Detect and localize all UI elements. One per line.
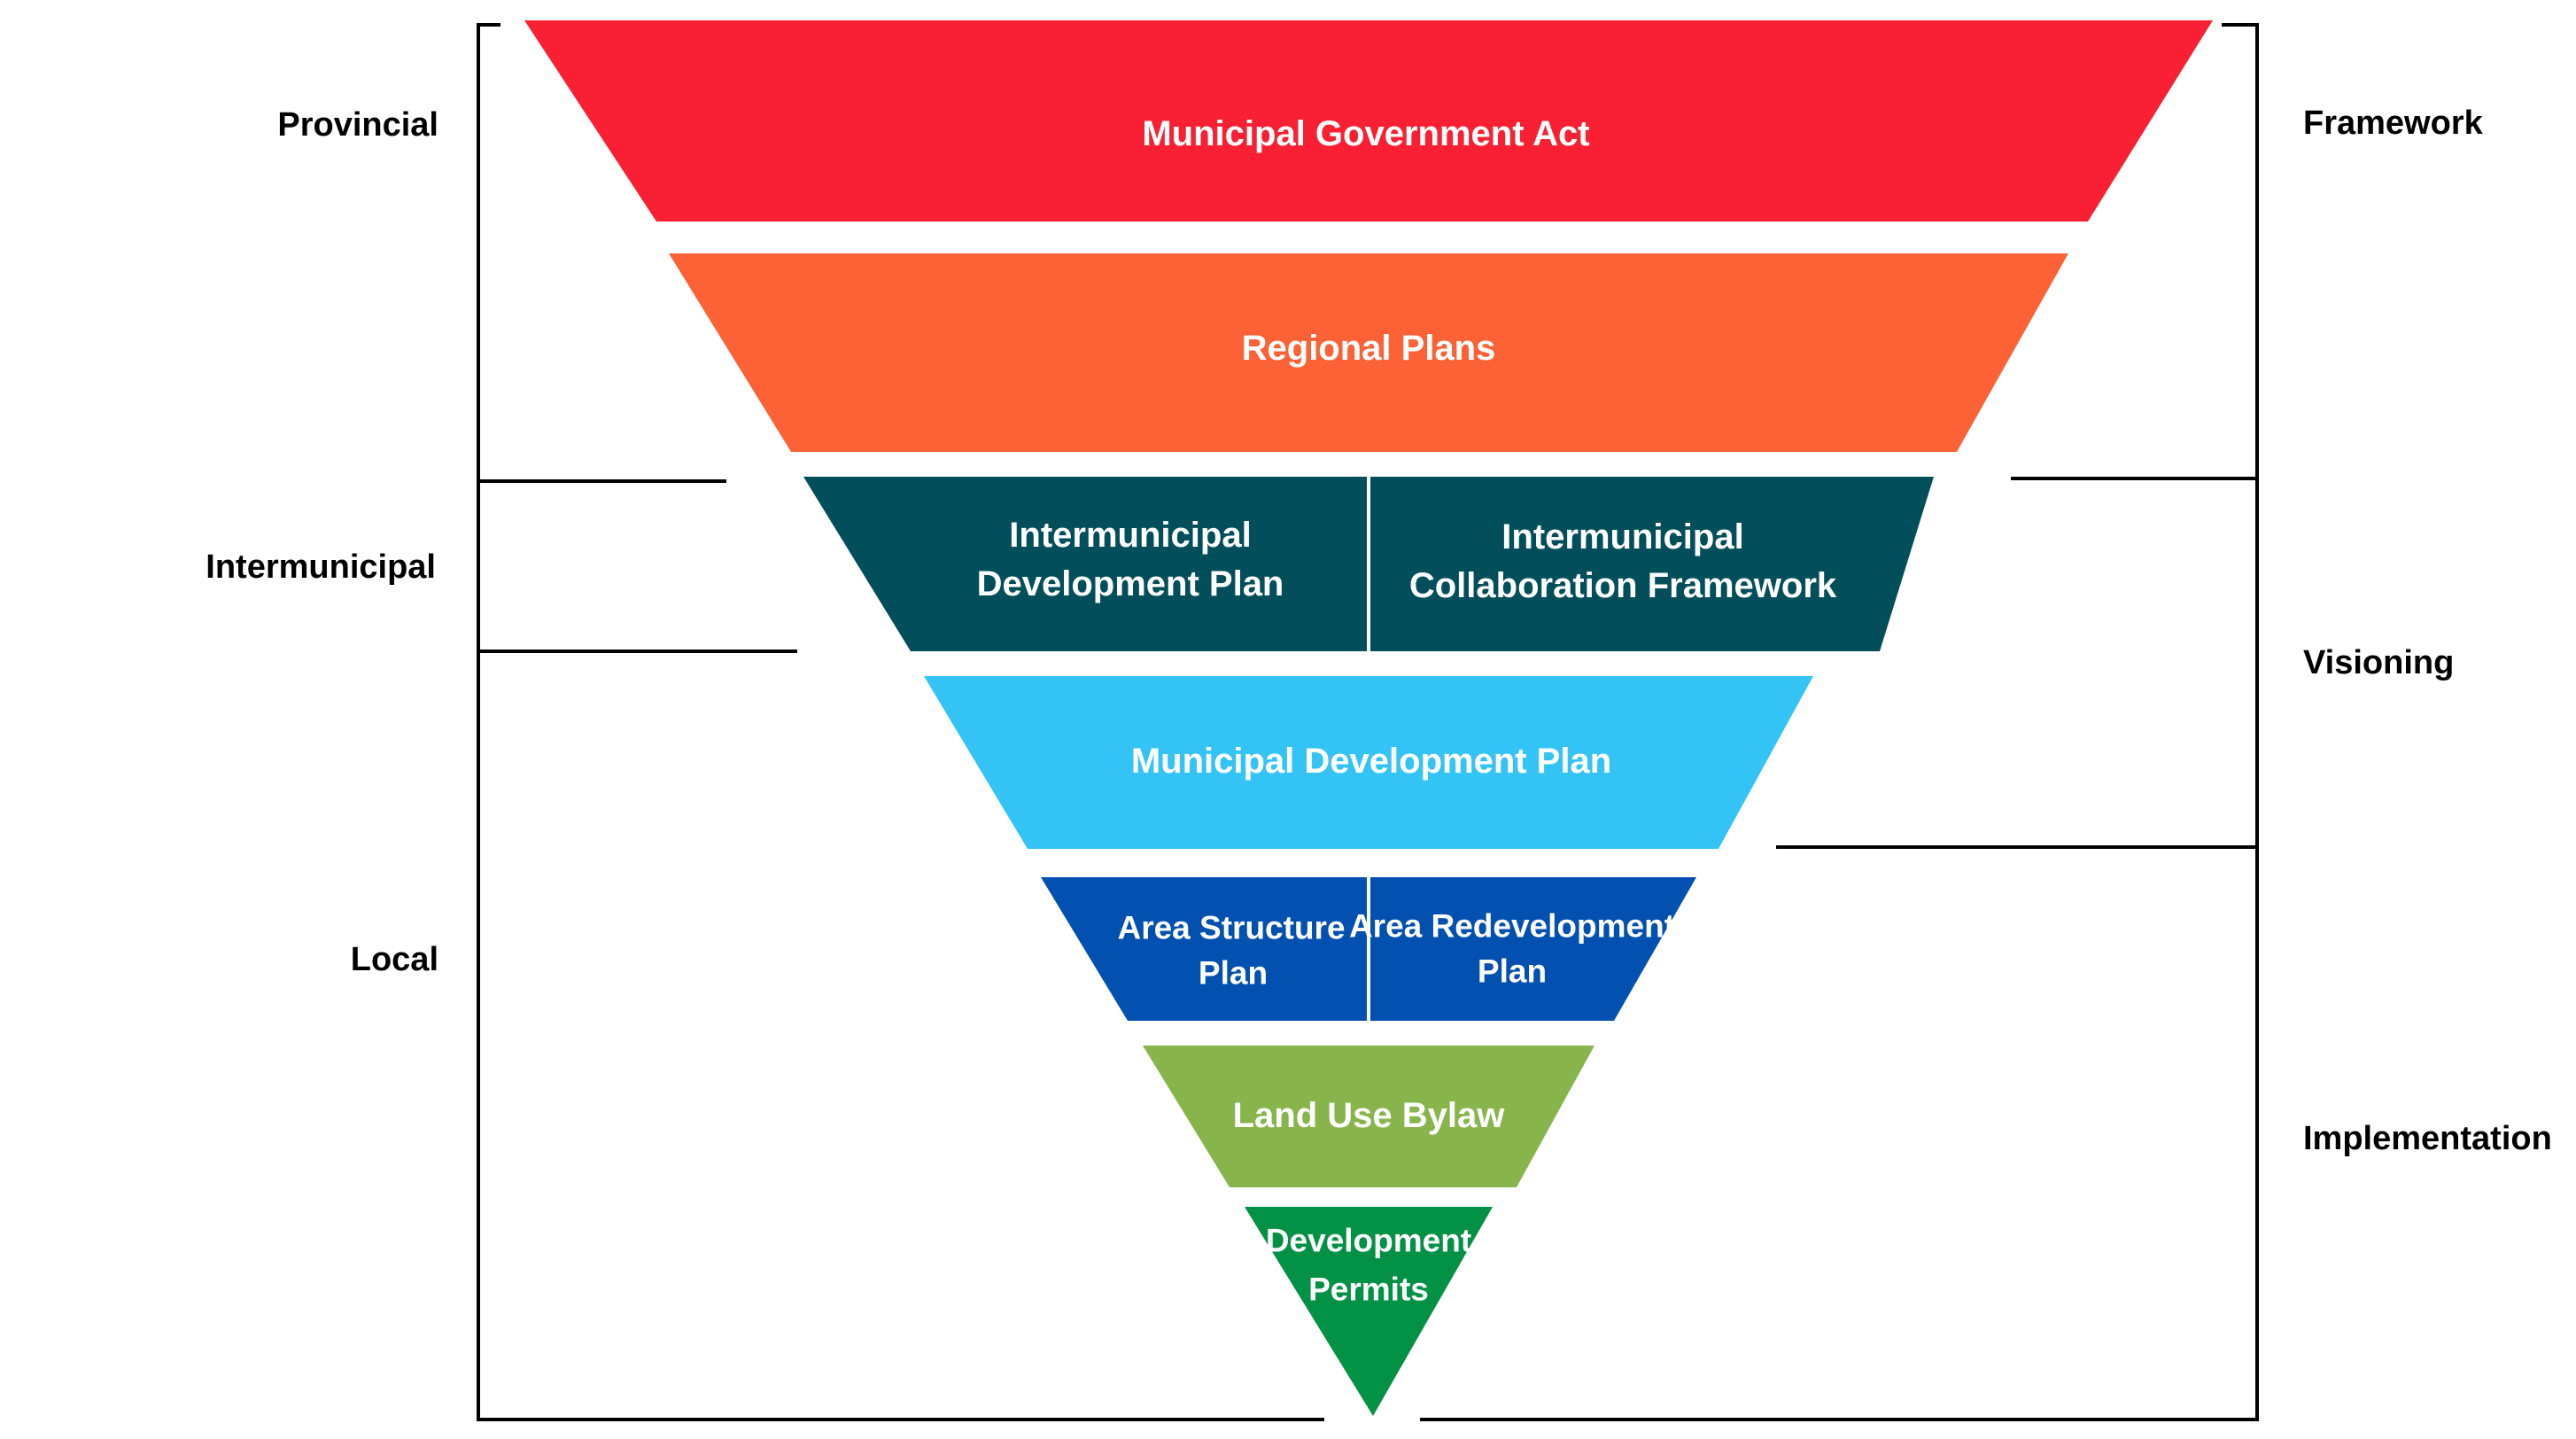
tier-shape bbox=[924, 676, 1813, 849]
tier-regional-plans: Regional Plans bbox=[669, 253, 2068, 452]
tier-municipal-development-plan: Municipal Development Plan bbox=[924, 676, 1813, 849]
tier-label: Municipal Development Plan bbox=[1131, 742, 1611, 781]
tier-land-use-bylaw: Land Use Bylaw bbox=[1143, 1046, 1594, 1187]
visioning-label: Visioning bbox=[2303, 644, 2454, 681]
tier-municipal-government-act: Municipal Government Act bbox=[524, 20, 2213, 222]
icf-label-line2: Collaboration Framework bbox=[1409, 566, 1837, 605]
icf-label-line1: Intermunicipal bbox=[1501, 517, 1743, 556]
right-bracket bbox=[1420, 23, 2259, 1421]
dp-label-line1: Development bbox=[1266, 1223, 1471, 1259]
provincial-label: Provincial bbox=[277, 106, 438, 144]
intermunicipal-label: Intermunicipal bbox=[206, 548, 436, 586]
asp-label-line2: Plan bbox=[1199, 955, 1268, 992]
tier-shape bbox=[1245, 1207, 1493, 1416]
tier-shape bbox=[1143, 1046, 1594, 1187]
tier-label: Regional Plans bbox=[1242, 329, 1496, 368]
framework-label: Framework bbox=[2303, 105, 2484, 142]
left-bracket bbox=[477, 23, 1324, 1421]
idp-label-line1: Intermunicipal bbox=[1009, 516, 1251, 555]
tier-label: Land Use Bylaw bbox=[1233, 1096, 1506, 1135]
dp-label-line2: Permits bbox=[1308, 1272, 1429, 1308]
arp-label-line2: Plan bbox=[1478, 953, 1547, 990]
tier-area-plans: Area Structure Plan Area Redevelopment P… bbox=[1041, 877, 1696, 1021]
asp-label-line1: Area Structure bbox=[1117, 910, 1345, 946]
tier-shape bbox=[524, 20, 2213, 222]
arp-label-line1: Area Redevelopment bbox=[1349, 908, 1675, 945]
local-label: Local bbox=[351, 941, 438, 978]
tier-intermunicipal: Intermunicipal Development Plan Intermun… bbox=[803, 477, 1934, 651]
tier-development-permits: Development Permits bbox=[1245, 1207, 1493, 1416]
tier-label: Municipal Government Act bbox=[1142, 114, 1589, 153]
implementation-label: Implementation bbox=[2303, 1120, 2552, 1157]
tier-shape bbox=[669, 253, 2068, 452]
idp-label-line2: Development Plan bbox=[977, 564, 1284, 603]
